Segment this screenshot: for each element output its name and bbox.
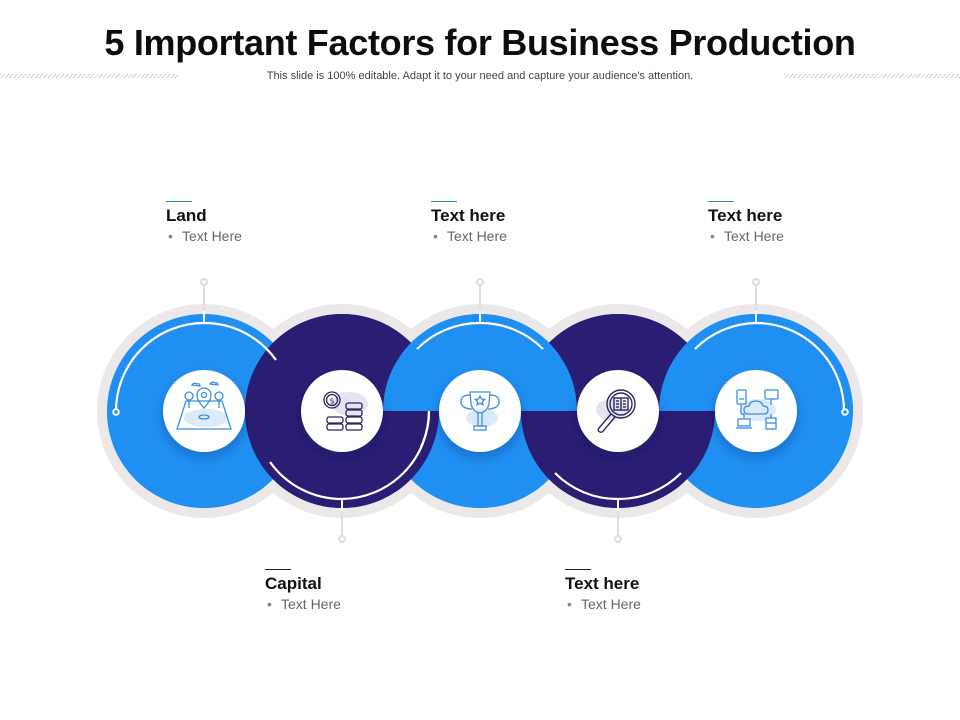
arc-end-dots [112, 408, 849, 416]
connector-inner-lines [203, 311, 757, 511]
factor-label-5: Text here •Text Here [708, 201, 868, 246]
page-subtitle: This slide is 100% editable. Adapt it to… [266, 70, 694, 82]
factor-label-3: Text here •Text Here [431, 201, 591, 246]
trophy-star-icon [460, 391, 500, 431]
factor-heading: Text here [431, 206, 506, 225]
label-accent-bar [708, 201, 734, 202]
coins-dollar-icon: $ [323, 391, 368, 431]
factor-label-1: Land •Text Here [166, 201, 326, 246]
factor-bullet: •Text Here [567, 596, 641, 612]
factor-heading: Capital [265, 574, 322, 593]
label-accent-bar [565, 569, 591, 570]
label-accent-bar [265, 569, 291, 570]
page-title: 5 Important Factors for Business Product… [104, 22, 856, 63]
label-accent-bar [166, 201, 192, 202]
factor-heading: Text here [708, 206, 783, 225]
land-map-pin-icon [176, 381, 232, 430]
factor-bullet: •Text Here [710, 228, 784, 244]
magnifier-book-icon [596, 389, 636, 433]
factor-bullet: •Text Here [267, 596, 341, 612]
decorative-hatch-left [0, 74, 178, 78]
label-accent-bar [431, 201, 457, 202]
factor-label-2: Capital •Text Here [265, 569, 425, 614]
cloud-network-icon [736, 389, 779, 430]
factor-label-4: Text here •Text Here [565, 569, 725, 614]
factor-bullet: •Text Here [433, 228, 507, 244]
factor-bullet: •Text Here [168, 228, 242, 244]
decorative-hatch-right [784, 74, 960, 78]
svg-text:$: $ [329, 397, 334, 406]
factor-heading: Text here [565, 574, 640, 593]
factor-heading: Land [166, 206, 207, 225]
